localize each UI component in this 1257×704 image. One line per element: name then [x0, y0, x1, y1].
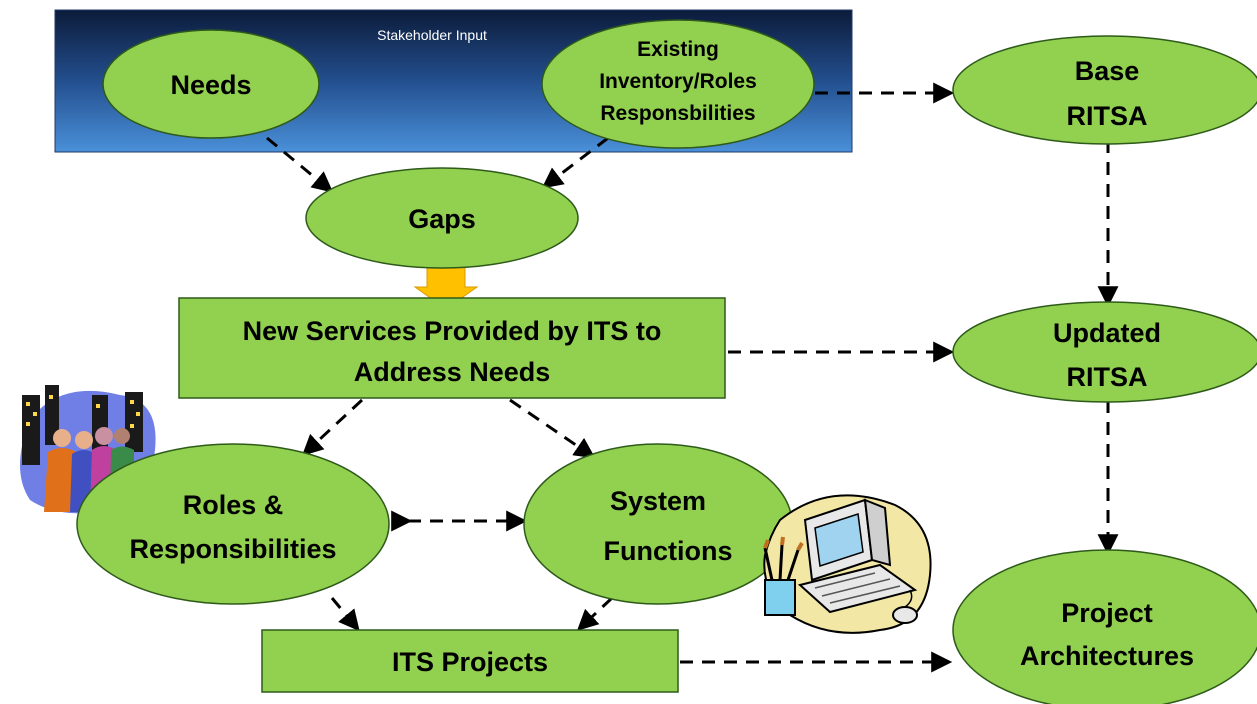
needs-label: Needs: [170, 70, 251, 100]
project-architectures-line2: Architectures: [1020, 641, 1194, 671]
new-services-line2: Address Needs: [354, 357, 551, 387]
system-functions-node: System Functions: [523, 443, 793, 605]
arrow-services-to-roles: [301, 398, 364, 456]
system-functions-line2: Functions: [604, 536, 733, 566]
roles-line1: Roles &: [183, 490, 284, 520]
base-ritsa-line2: RITSA: [1067, 101, 1148, 131]
updated-ritsa-line2: RITSA: [1067, 362, 1148, 392]
updated-ritsa-line1: Updated: [1053, 318, 1161, 348]
its-projects-node: ITS Projects: [261, 629, 679, 693]
roles-line2: Responsibilities: [129, 534, 336, 564]
arrow-roles-to-projects: [330, 597, 360, 632]
its-projects-label: ITS Projects: [392, 647, 548, 677]
computer-clipart: [763, 494, 932, 634]
updated-ritsa-node: Updated RITSA: [952, 301, 1257, 403]
new-services-line1: New Services Provided by ITS to: [243, 316, 662, 346]
panel-title: Stakeholder Input: [377, 27, 487, 43]
gaps-node: Gaps: [305, 167, 579, 269]
base-ritsa-node: Base RITSA: [952, 35, 1257, 145]
existing-inventory-node: Existing Inventory/Roles Responsbilities: [541, 19, 815, 149]
base-ritsa-line1: Base: [1075, 56, 1140, 86]
new-services-node: New Services Provided by ITS to Address …: [178, 297, 726, 399]
gaps-label: Gaps: [408, 204, 476, 234]
needs-node: Needs: [102, 29, 320, 139]
arrow-services-to-functions: [509, 398, 596, 459]
arrow-inventory-to-gaps: [541, 136, 609, 189]
arrow-functions-to-projects: [576, 596, 614, 631]
arrow-needs-to-gaps: [266, 136, 334, 193]
system-functions-line1: System: [610, 486, 706, 516]
existing-inventory-line2: Inventory/Roles: [599, 70, 757, 93]
connectors: [266, 82, 1119, 673]
project-architectures-line1: Project: [1061, 598, 1153, 628]
roles-node: Roles & Responsibilities: [76, 443, 390, 605]
existing-inventory-line3: Responsbilities: [600, 102, 755, 125]
project-architectures-node: Project Architectures: [952, 549, 1257, 704]
existing-inventory-line1: Existing: [637, 38, 719, 61]
